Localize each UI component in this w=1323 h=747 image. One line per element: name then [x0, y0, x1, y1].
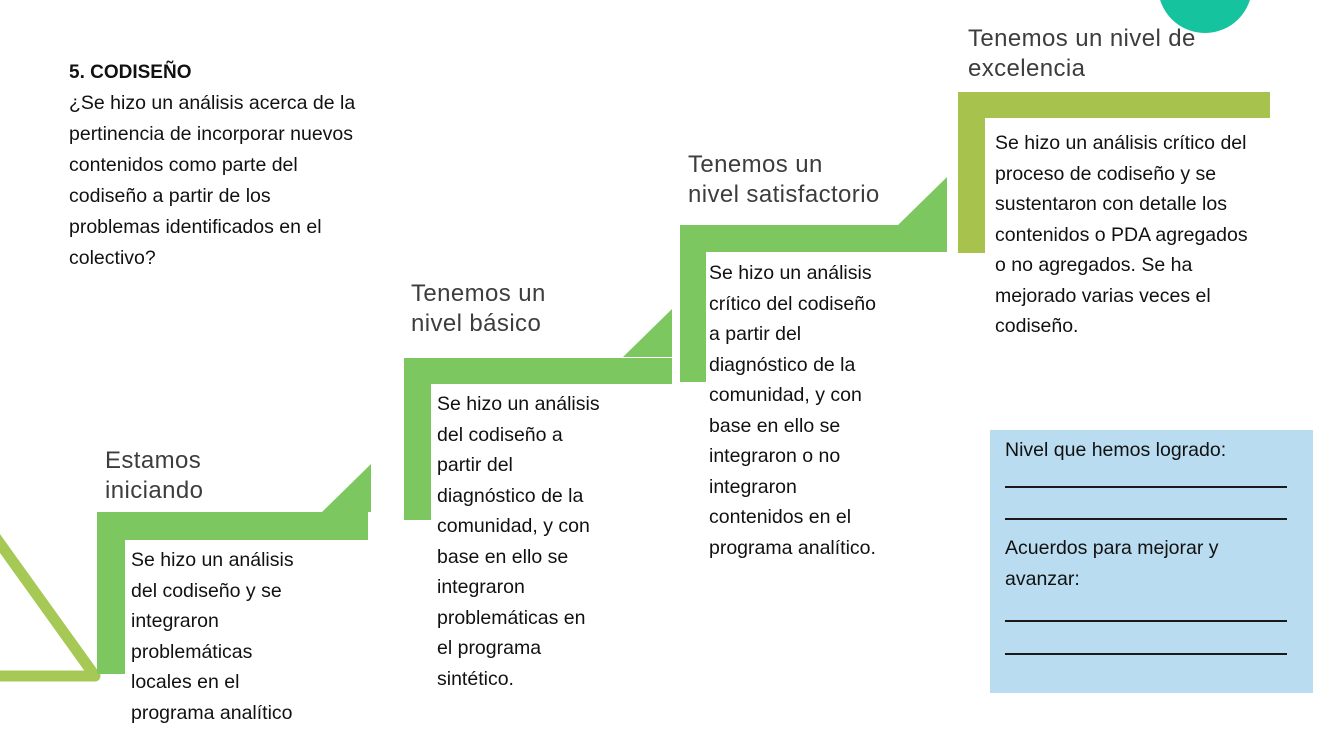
outline-triangle-decoration	[0, 534, 101, 682]
step-1-triangle-icon	[322, 464, 371, 512]
step-3-bar	[680, 225, 947, 252]
notes-agreements-blank-line-1	[1005, 620, 1287, 622]
step-3-triangle-icon	[898, 177, 947, 225]
step-2-bar	[404, 358, 672, 384]
notes-box: Nivel que hemos logrado: Acuerdos para m…	[990, 430, 1313, 693]
step-3-label: Tenemos un nivel satisfactorio	[688, 151, 880, 208]
step-2-bar-leg	[404, 384, 431, 520]
step-2-description: Se hizo un análisis del codiseño a parti…	[437, 389, 651, 694]
step-1-bar-leg	[97, 540, 125, 674]
notes-agreements-blank-line-2	[1005, 653, 1287, 655]
notes-agreements-label: Acuerdos para mejorar y avanzar:	[1005, 537, 1219, 590]
step-1-label: Estamos iniciando	[105, 447, 204, 504]
step-4-bar	[958, 92, 1270, 118]
slide-title: 5. CODISEÑO	[69, 62, 192, 83]
step-4-label: Tenemos un nivel de excelencia	[968, 25, 1196, 82]
step-3-bar-leg	[680, 252, 706, 382]
step-2-label: Tenemos un nivel básico	[411, 280, 546, 337]
step-4-description: Se hizo un análisis crítico del proceso …	[995, 128, 1295, 342]
header-block: 5. CODISEÑO ¿Se hizo un análisis acerca …	[69, 58, 449, 274]
step-2-triangle-icon	[623, 309, 672, 357]
step-1-bar	[97, 512, 368, 540]
notes-level-blank-line-2	[1005, 518, 1287, 520]
step-1-description: Se hizo un análisis del codiseño y se in…	[131, 545, 343, 728]
step-3-description: Se hizo un análisis crítico del codiseño…	[709, 258, 927, 563]
slide-question: ¿Se hizo un análisis acerca de la pertin…	[69, 92, 356, 269]
step-4-bar-leg	[958, 118, 985, 253]
notes-level-label: Nivel que hemos logrado:	[1005, 439, 1227, 461]
notes-level-blank-line-1	[1005, 486, 1287, 488]
